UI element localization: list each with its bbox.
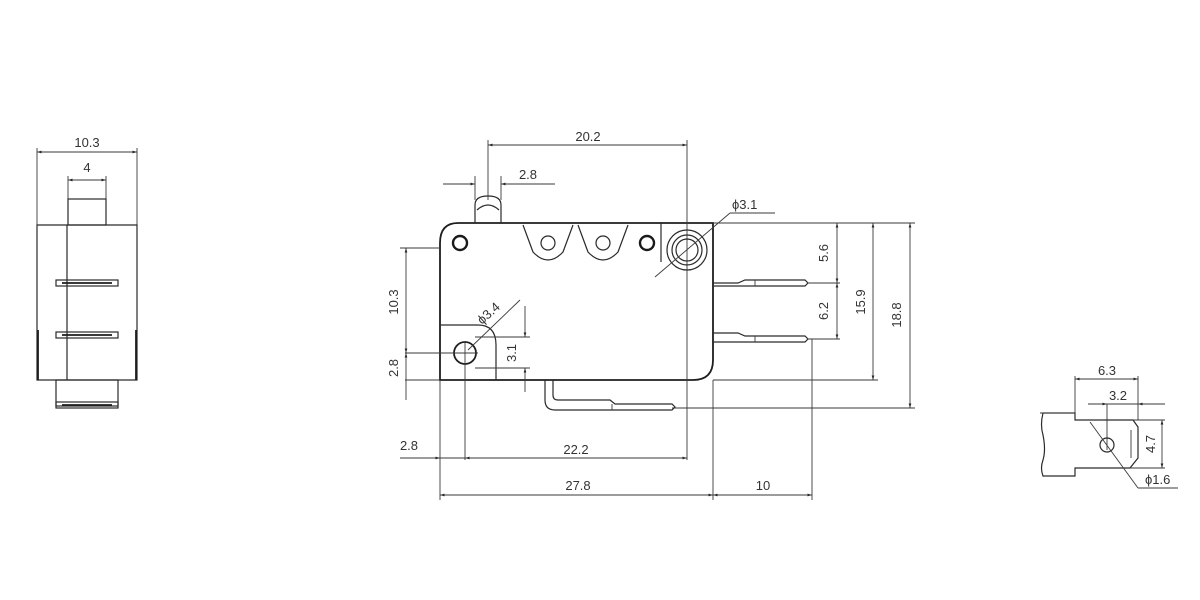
dim-6-2: 6.2 [816,302,831,320]
dim-10: 10 [756,478,770,493]
dim-27-8: 27.8 [565,478,590,493]
dim-5-6: 5.6 [816,244,831,262]
dim-2-8-horizontal: 2.8 [400,438,418,453]
dim-20-2: 20.2 [575,129,600,144]
dim-15-9: 15.9 [853,289,868,314]
terminal-detail-view: 6.3 3.2 4.7 ϕ1.6 [1040,363,1178,489]
dim-22-2: 22.2 [563,442,588,457]
dim-actuator-2-8: 2.8 [519,167,537,182]
side-width-label: 10.3 [74,135,99,150]
dim-3-1: 3.1 [504,344,519,362]
side-actuator-label: 4 [83,160,90,175]
dim-2-8-vertical: 2.8 [386,359,401,377]
dim-10-3-front: 10.3 [386,289,401,314]
mount-hole-diameter-label: ϕ3.4 [474,299,503,327]
tab-width-label: 4.7 [1143,435,1158,453]
front-view: 20.2 2.8 ϕ3.1 5.6 6.2 [386,129,915,500]
terminal-hole-diameter-label: ϕ1.6 [1145,472,1170,487]
tab-length-label: 6.3 [1098,363,1116,378]
hole-offset-label: 3.2 [1109,388,1127,403]
pivot-diameter-label: ϕ3.1 [732,197,757,212]
side-view: 10.3 4 [36,135,138,409]
dim-18-8: 18.8 [889,302,904,327]
